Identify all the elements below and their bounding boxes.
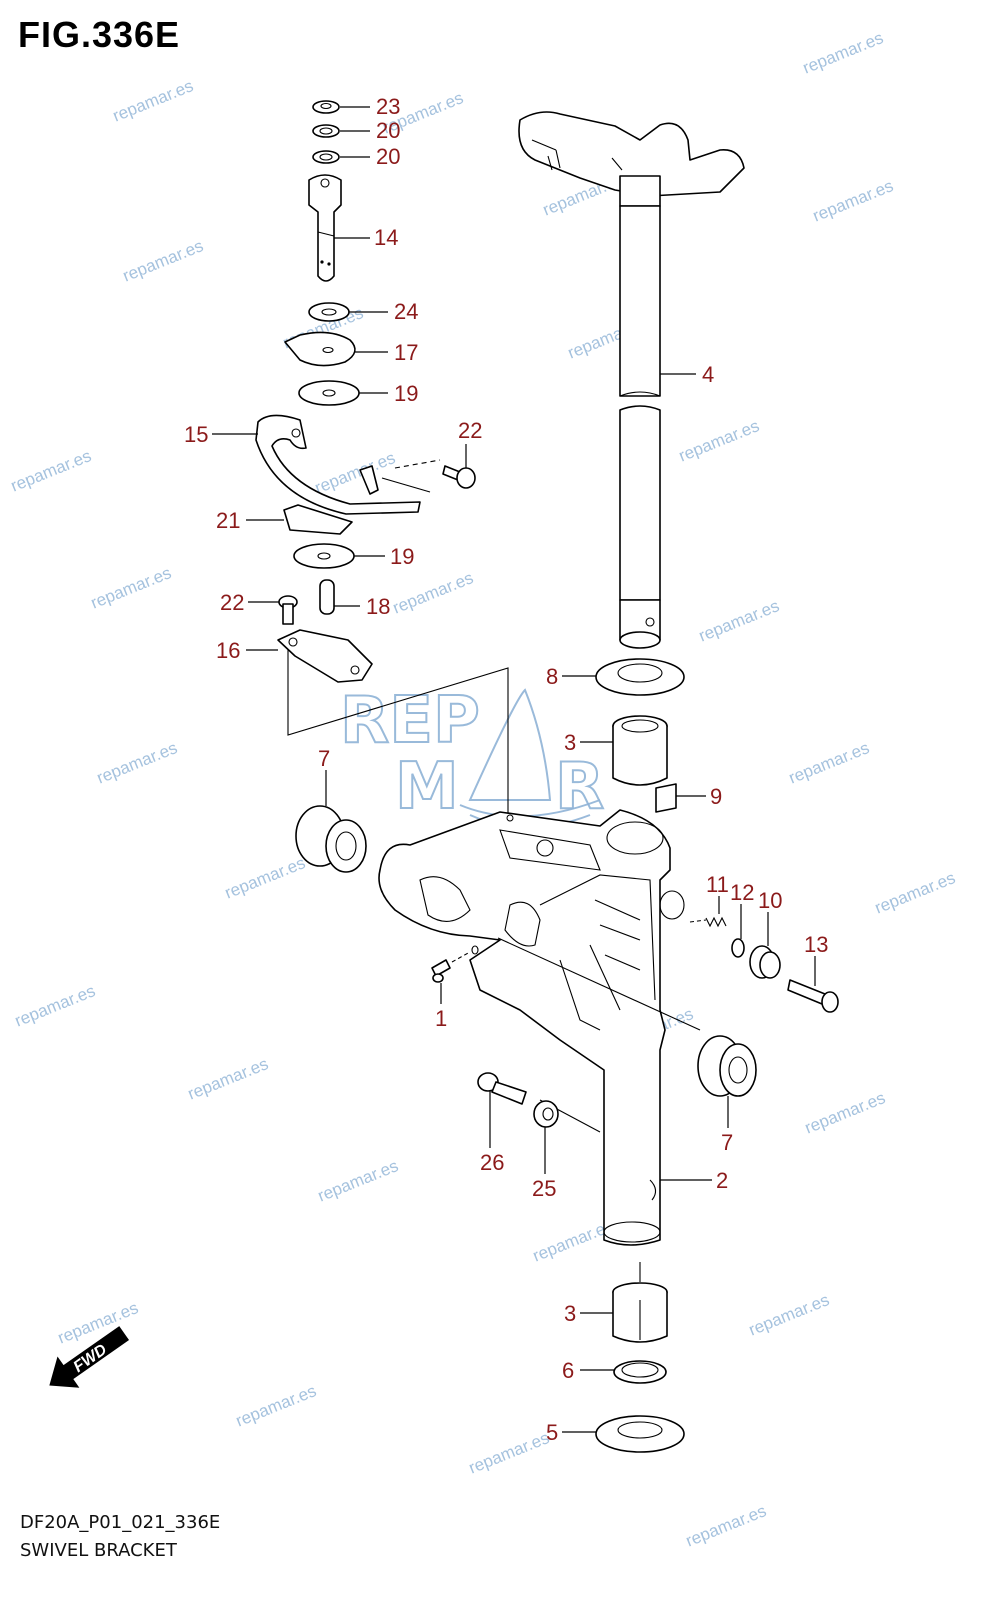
- part-9-cushion: [655, 783, 677, 813]
- callout-3: 3: [564, 730, 576, 755]
- callouts: 23 20 20 14 24 17 19 15 22 21 19 22 18 1…: [184, 94, 828, 1445]
- part-14-lever: [308, 174, 342, 282]
- callout-4: 4: [702, 362, 714, 387]
- callout-7: 7: [318, 746, 330, 771]
- callout-9: 9: [710, 784, 722, 809]
- part-16-plate: [277, 629, 509, 820]
- callout-3: 3: [564, 1301, 576, 1326]
- callout-23: 23: [376, 94, 400, 119]
- part-20-washer: [312, 150, 340, 164]
- logo-text: R: [555, 750, 604, 824]
- part-1-grease-nipple: [431, 945, 479, 983]
- callout-8: 8: [546, 664, 558, 689]
- part-26-bolt: [477, 1072, 527, 1105]
- logo-text: REP: [340, 684, 480, 758]
- part-15-handle: [255, 414, 431, 515]
- callout-7: 7: [721, 1130, 733, 1155]
- callout-10: 10: [758, 888, 782, 913]
- callout-18: 18: [366, 594, 390, 619]
- figure-title: FIG.336E: [18, 14, 181, 55]
- part-11-spring: [689, 916, 727, 928]
- part-4-steering-shaft: [518, 111, 745, 649]
- callout-2: 2: [716, 1168, 728, 1193]
- callout-22: 22: [220, 590, 244, 615]
- part-12-washer: [731, 938, 745, 958]
- part-22-bolt: [394, 459, 476, 489]
- callout-15: 15: [184, 422, 208, 447]
- callout-6: 6: [562, 1358, 574, 1383]
- callout-16: 16: [216, 638, 240, 663]
- part-19-washer: [298, 380, 360, 406]
- callout-24: 24: [394, 299, 418, 324]
- part-20-washer: [312, 124, 340, 138]
- part-3-bushing: [612, 1262, 668, 1343]
- part-8-washer: [595, 658, 685, 696]
- model-code: DF20A_P01_021_336E: [20, 1512, 221, 1533]
- part-21-plate: [283, 504, 353, 535]
- callout-20: 20: [376, 118, 400, 143]
- part-17-plate: [284, 331, 356, 367]
- callout-1: 1: [435, 1006, 447, 1031]
- callout-13: 13: [804, 932, 828, 957]
- part-19-washer: [293, 543, 355, 569]
- callout-25: 25: [532, 1176, 556, 1201]
- callout-19: 19: [394, 381, 418, 406]
- part-24-washer: [308, 302, 350, 322]
- part-6-washer: [613, 1360, 667, 1384]
- part-13-bolt: [787, 979, 839, 1013]
- callout-14: 14: [374, 225, 398, 250]
- callout-12: 12: [730, 880, 754, 905]
- part-5-washer: [595, 1415, 685, 1453]
- callout-5: 5: [546, 1420, 558, 1445]
- callout-26: 26: [480, 1150, 504, 1175]
- part-7-bushing: [295, 805, 367, 873]
- leader-lines: [212, 106, 816, 1433]
- callout-19: 19: [390, 544, 414, 569]
- callout-20: 20: [376, 144, 400, 169]
- callout-11: 11: [706, 872, 729, 897]
- part-25-collar: [533, 1100, 559, 1128]
- figure-name: SWIVEL BRACKET: [20, 1540, 177, 1561]
- part-10-seal: [749, 945, 781, 979]
- repamar-logo: REP M R: [339, 683, 605, 829]
- part-22-bolt: [278, 595, 298, 625]
- callout-22: 22: [458, 418, 482, 443]
- part-2-swivel-bracket: [378, 809, 701, 1246]
- part-3-bushing: [612, 715, 668, 786]
- part-7-bushing: [697, 1035, 757, 1097]
- part-23-nut: [312, 100, 340, 114]
- callout-17: 17: [394, 340, 418, 365]
- callout-21: 21: [216, 508, 240, 533]
- part-18-pin: [319, 579, 335, 615]
- fwd-arrow-icon: FWD: [49, 1326, 130, 1388]
- logo-text: M: [395, 750, 459, 824]
